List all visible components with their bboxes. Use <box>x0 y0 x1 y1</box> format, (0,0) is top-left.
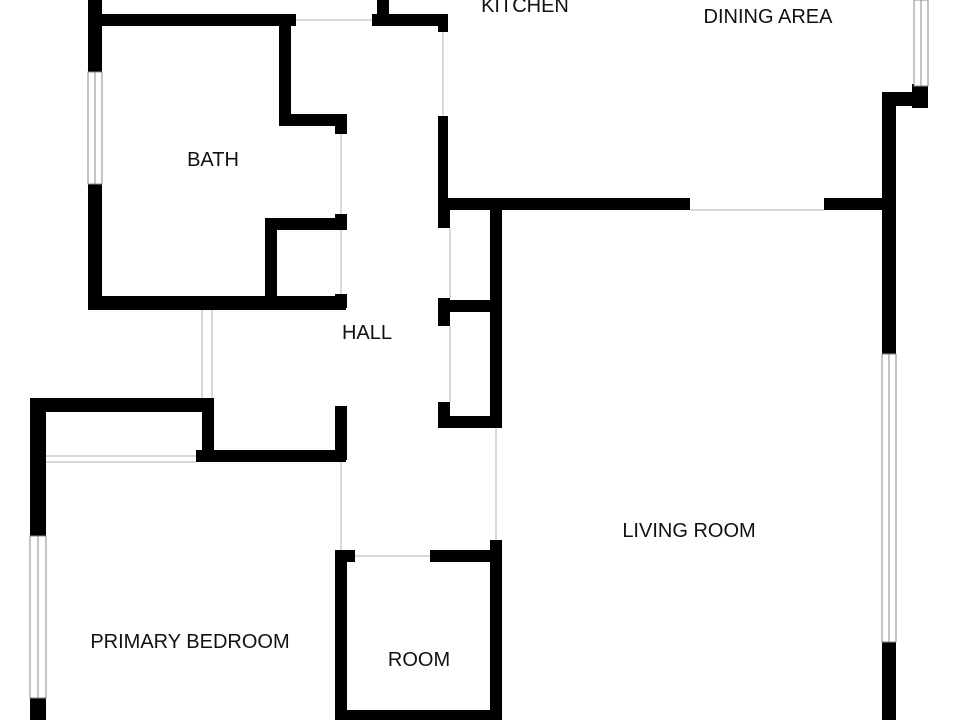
wall-bedroom-top-step <box>202 398 214 456</box>
wall-bath-left-upper <box>88 14 102 72</box>
wall-bath-inner-vertical <box>279 22 291 124</box>
wall-bedroom-step-horizontal <box>196 450 346 462</box>
wall-closet-left-1 <box>438 210 450 228</box>
wall-living-right-upper <box>882 92 896 354</box>
openings <box>46 19 824 557</box>
wall-bath-bottom <box>88 296 346 310</box>
wall-kitchen-bottom-right <box>824 198 894 210</box>
wall-room-top-right <box>430 550 502 562</box>
wall-closet-mid <box>438 300 500 312</box>
wall-top-mid <box>372 14 448 26</box>
wall-bath-left-lower <box>88 184 102 310</box>
label-primary-bedroom: PRIMARY BEDROOM <box>90 631 289 653</box>
wall-closet-left <box>265 218 277 300</box>
wall-living-right-lower <box>882 642 896 720</box>
wall-hall-left-lower <box>335 406 347 460</box>
wall-room-right <box>490 540 502 720</box>
wall-bedroom-top <box>30 398 214 412</box>
label-bath: BATH <box>187 149 239 171</box>
wall-room-left <box>335 550 347 720</box>
label-kitchen: KITCHEN <box>481 0 569 17</box>
wall-closet-left-3 <box>438 402 450 428</box>
wall-closet-bottom <box>438 416 500 428</box>
wall-bath-right-upper <box>335 114 347 134</box>
wall-closet-top <box>265 218 347 230</box>
wall-kitchen-left <box>438 116 448 226</box>
wall-closet-hall-right-top <box>490 206 502 428</box>
label-hall: HALL <box>342 322 392 344</box>
wall-kitchen-left-upper <box>438 14 448 32</box>
wall-top-left-stub <box>88 0 102 14</box>
label-living-room: LIVING ROOM <box>622 520 755 542</box>
wall-bath-right-lower <box>335 294 347 308</box>
wall-bedroom-left-lower <box>30 698 46 720</box>
wall-top-left <box>88 14 296 26</box>
wall-closet-left-2 <box>438 298 450 326</box>
label-dining-area: DINING AREA <box>704 6 834 28</box>
wall-kitchen-bottom-left <box>438 198 690 210</box>
wall-bath-right-mid <box>335 214 347 230</box>
wall-bath-inner-horizontal <box>279 114 345 126</box>
label-room: ROOM <box>388 649 450 671</box>
walls <box>30 0 928 720</box>
windows <box>29 0 929 699</box>
wall-room-bottom <box>335 710 502 720</box>
wall-bedroom-left-upper <box>30 398 46 536</box>
